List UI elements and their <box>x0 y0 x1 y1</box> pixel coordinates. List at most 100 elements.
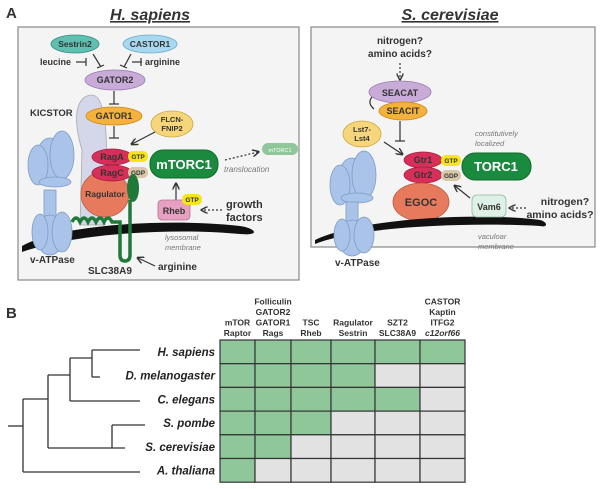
mtorc1-small-node <box>262 143 298 155</box>
kicstor-label: KICSTOR <box>30 108 73 119</box>
cell-absent <box>419 386 466 412</box>
cell-absent <box>419 363 466 389</box>
lst4-label: Lst4 <box>354 134 370 143</box>
yeast-gtp-label: GTP <box>444 158 458 165</box>
yeast-gdp-label: GDP <box>444 173 459 180</box>
species-label: A. thaliana <box>156 466 216 478</box>
egoc-label: EGOC <box>405 197 437 209</box>
cell-present <box>254 339 292 365</box>
vam6-node <box>471 194 507 218</box>
arginine-top-label: arginine <box>145 57 180 67</box>
lst7-lst4-node <box>342 120 382 148</box>
cell-absent <box>290 434 332 460</box>
panel-b-letter: B <box>6 305 17 322</box>
cell-present <box>330 363 376 389</box>
slc38a9-label: SLC38A9 <box>88 266 132 277</box>
cell-absent <box>374 457 421 483</box>
sestrin2-node <box>50 34 100 54</box>
gtr2-label: Gtr2 <box>414 170 433 180</box>
cell-present <box>254 363 292 389</box>
lysosomal-membrane <box>22 222 254 252</box>
column-header-line: c12orf66 <box>425 328 460 338</box>
cell-absent <box>374 363 421 389</box>
arginine-bottom-label: arginine <box>158 262 197 273</box>
cell-present <box>219 339 256 365</box>
species-label: C. elegans <box>157 394 215 406</box>
seacit-label: SEACIT <box>386 106 420 116</box>
gator1-label: GATOR1 <box>96 111 133 121</box>
ragc-label: RagC <box>100 168 124 178</box>
cell-absent <box>374 434 421 460</box>
cell-present <box>219 386 256 412</box>
torc1-label: TORC1 <box>474 159 518 174</box>
gator2-label: GATOR2 <box>97 75 134 85</box>
translocation-label: translocation <box>224 165 270 174</box>
panel-a-letter: A <box>6 5 17 22</box>
translocation-arrow <box>224 152 258 161</box>
column-header-line: SLC38A9 <box>379 328 417 338</box>
nitrogen-top-label: nitrogen? <box>377 36 423 47</box>
fnip2-label: FNIP2 <box>161 124 182 133</box>
growth-label: growth <box>226 199 263 211</box>
column-header-line: ITFG2 <box>430 318 454 328</box>
flcn-label: FLCN- <box>161 115 184 124</box>
torc1-node <box>461 152 532 181</box>
vatpase-label: v-ATPase <box>30 255 75 266</box>
lst7-label: Lst7- <box>353 125 371 134</box>
localized-label: localized <box>475 139 505 148</box>
cell-present <box>219 434 256 460</box>
species-label: S. pombe <box>163 418 215 430</box>
cell-absent <box>330 457 376 483</box>
column-header-line: Ragulator <box>333 318 373 328</box>
membrane-label: membrane <box>165 243 201 252</box>
amino-top-label: amino acids? <box>368 49 432 60</box>
cell-present <box>374 386 421 412</box>
cell-absent <box>330 410 376 436</box>
yeast-vatpase-label: v-ATPase <box>335 258 380 269</box>
vam6-label: Vam6 <box>477 202 501 212</box>
column-header-line: Sestrin <box>339 328 368 338</box>
rheb-label: Rheb <box>163 206 186 216</box>
species-label: S. cerevisiae <box>145 442 215 454</box>
yeast-v-atpase-icon <box>329 150 377 257</box>
seacit-node <box>378 101 428 121</box>
column-headers: mTORRaptorFolliculinGATOR2GATOR1RagsTSCR… <box>224 297 461 339</box>
human-title: H. sapiens <box>110 7 190 24</box>
yeast-membrane-label: membrane <box>478 242 514 251</box>
column-header-line: Raptor <box>224 328 252 338</box>
cell-present <box>290 363 332 389</box>
cell-present <box>219 410 256 436</box>
gator2-node <box>84 69 146 91</box>
column-header-line: GATOR1 <box>256 318 291 328</box>
species-labels: H. sapiens D. melanogaster C. elegans S. po… <box>126 347 216 478</box>
cell-absent <box>419 434 466 460</box>
slc38a9-shape <box>70 200 132 263</box>
column-header-line: Kaptin <box>429 307 455 317</box>
column-header-line: SZT2 <box>387 318 408 328</box>
cell-present <box>290 386 332 412</box>
column-header-line: Folliculin <box>254 297 291 307</box>
column-header-line: GATOR2 <box>256 307 291 317</box>
vaculoar-label: vaculoar <box>478 232 507 241</box>
cell-present <box>254 410 292 436</box>
leucine-label: leucine <box>40 57 71 67</box>
nitrogen-bottom-label: nitrogen? <box>541 196 589 208</box>
cell-absent <box>419 410 466 436</box>
gdp-label: GDP <box>131 170 146 177</box>
presence-grid <box>219 339 466 483</box>
phylogenetic-tree <box>8 349 145 473</box>
cell-present <box>330 339 376 365</box>
v-atpase-icon <box>27 130 75 256</box>
cell-present <box>254 434 292 460</box>
slc38a9-head <box>127 174 139 202</box>
mtorc1-node <box>149 149 219 179</box>
species-label: D. melanogaster <box>126 371 216 383</box>
cell-absent <box>374 410 421 436</box>
column-header-line: TSC <box>303 318 320 328</box>
species-label: H. sapiens <box>157 347 215 359</box>
seacat-label: SEACAT <box>382 88 419 98</box>
cell-present <box>290 410 332 436</box>
rheb-gtp-label: GTP <box>185 197 199 204</box>
human-panel: H. sapiens KICSTOR v-ATPase Sestrin2 CAS… <box>17 7 300 281</box>
